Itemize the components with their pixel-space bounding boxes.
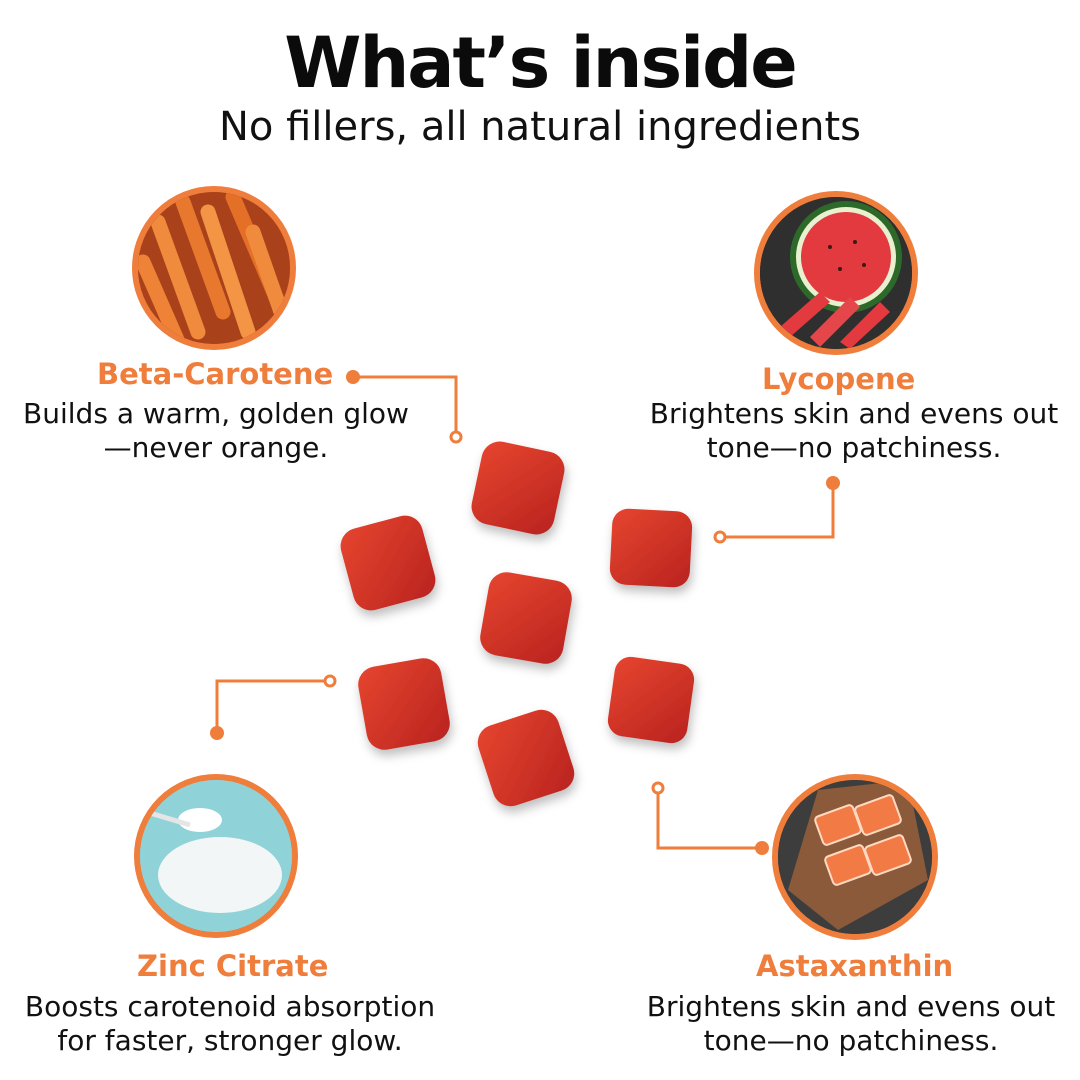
ingredient-name-lycopene: Lycopene	[762, 362, 916, 396]
ingredient-name-zinc-citrate: Zinc Citrate	[137, 949, 329, 983]
gummy	[340, 515, 436, 611]
connector-zinc	[215, 679, 330, 733]
page-subtitle: No fillers, all natural ingredients	[218, 104, 861, 150]
gummy	[471, 441, 565, 535]
page-title: What’s inside	[284, 22, 797, 104]
zinc-powder-image	[134, 774, 298, 938]
gummy	[607, 656, 695, 744]
gummy	[609, 508, 693, 588]
ingredient-name-beta-carotene: Beta-Carotene	[97, 357, 334, 391]
ingredient-name-astaxanthin: Astaxanthin	[756, 949, 954, 983]
gummy	[480, 572, 572, 664]
watermelon-image	[754, 191, 918, 355]
salmon-image	[772, 774, 938, 940]
connector-lycopene	[720, 483, 835, 539]
connector-astaxanthin	[656, 788, 762, 850]
carrots-image	[132, 186, 296, 350]
gummy	[358, 658, 450, 750]
gummy	[477, 709, 575, 807]
connector-beta-carotene	[353, 375, 458, 437]
ingredient-desc-beta-carotene: Builds a warm, golden glow—never orange.	[23, 397, 409, 464]
